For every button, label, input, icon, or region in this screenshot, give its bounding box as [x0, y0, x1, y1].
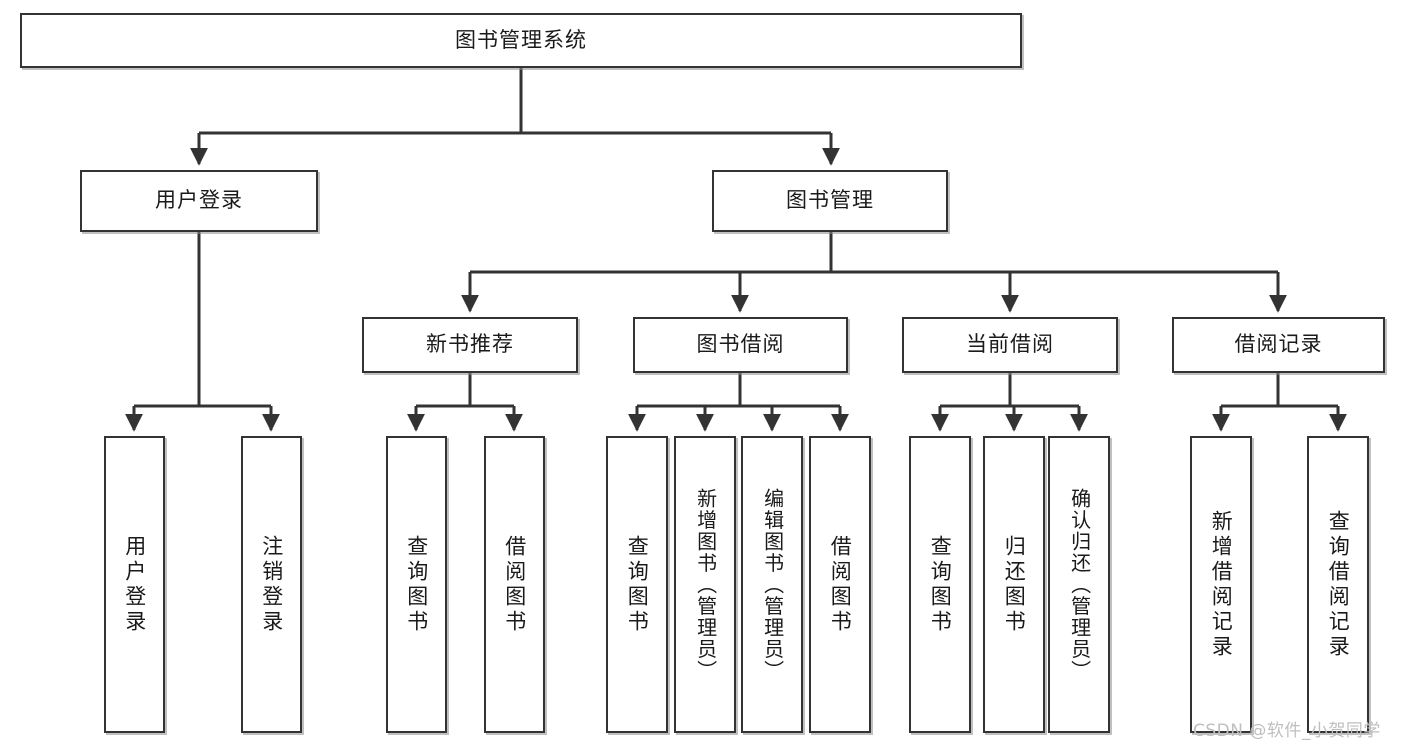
node-level2-1[interactable]: 用户登录: [80, 170, 318, 232]
node-leaf-label: 借阅图书: [828, 534, 853, 635]
node-leaf-6[interactable]: 新增图书（管理员）: [674, 436, 736, 733]
node-leaf-10[interactable]: 归还图书: [983, 436, 1045, 733]
node-leaf-label: 新增借阅记录: [1209, 509, 1234, 660]
node-root[interactable]: 图书管理系统: [20, 13, 1022, 68]
node-leaf-8[interactable]: 借阅图书: [809, 436, 871, 733]
node-level3-4[interactable]: 借阅记录: [1172, 317, 1385, 373]
node-leaf-label: 查询借阅记录: [1326, 509, 1351, 660]
node-leaf-11[interactable]: 确认归还（管理员）: [1048, 436, 1110, 733]
csdn-watermark: CSDN @软件_小贺同学: [1193, 721, 1381, 741]
node-leaf-label: 确认归还（管理员）: [1067, 487, 1092, 682]
node-leaf-label: 编辑图书（管理员）: [760, 487, 785, 682]
node-leaf-5[interactable]: 查询图书: [606, 436, 668, 733]
node-leaf-4[interactable]: 借阅图书: [484, 436, 545, 733]
node-leaf-12[interactable]: 新增借阅记录: [1190, 436, 1252, 733]
node-leaf-label: 用户登录: [122, 534, 147, 635]
node-leaf-7[interactable]: 编辑图书（管理员）: [741, 436, 803, 733]
node-level2-2[interactable]: 图书管理: [712, 170, 948, 232]
node-level3-2[interactable]: 图书借阅: [633, 317, 848, 373]
node-leaf-label: 注销登录: [259, 534, 284, 635]
node-leaf-label: 查询图书: [928, 534, 953, 635]
node-leaf-label: 查询图书: [625, 534, 650, 635]
node-leaf-label: 新增图书（管理员）: [693, 487, 718, 682]
node-leaf-label: 查询图书: [404, 534, 429, 635]
node-leaf-label: 借阅图书: [502, 534, 527, 635]
node-leaf-2[interactable]: 注销登录: [241, 436, 302, 733]
node-leaf-label: 归还图书: [1002, 534, 1027, 635]
node-leaf-9[interactable]: 查询图书: [909, 436, 971, 733]
node-level3-3[interactable]: 当前借阅: [902, 317, 1118, 373]
node-leaf-13[interactable]: 查询借阅记录: [1307, 436, 1369, 733]
node-leaf-1[interactable]: 用户登录: [104, 436, 165, 733]
node-leaf-3[interactable]: 查询图书: [386, 436, 447, 733]
node-level3-1[interactable]: 新书推荐: [362, 317, 578, 373]
